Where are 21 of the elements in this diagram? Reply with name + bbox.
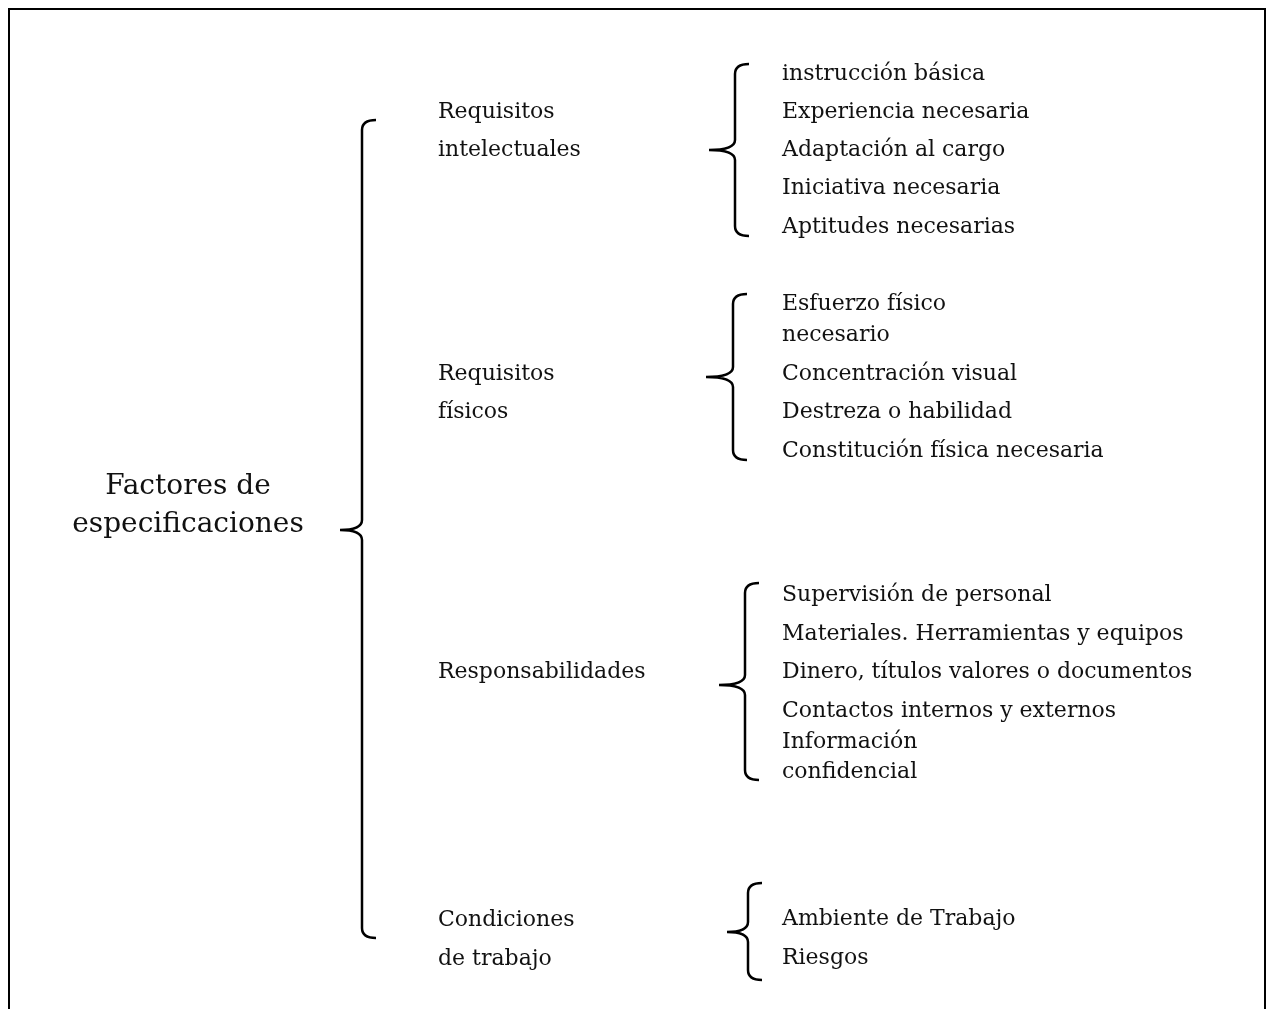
item-label: Iniciativa necesaria: [782, 173, 1001, 201]
item-label: Ambiente de Trabajo: [782, 904, 1016, 932]
category-label: Condiciones de trabajo: [438, 905, 576, 972]
item-label: Experiencia necesaria: [782, 97, 1030, 125]
item-label: Destreza o habilidad: [782, 397, 1013, 425]
item-label: Contactos internos y externos: [782, 696, 1117, 724]
item-label: Esfuerzo físico necesario: [782, 289, 948, 348]
item-label: Constitución física necesaria: [782, 436, 1104, 464]
item-label: Aptitudes necesarias: [782, 212, 1016, 240]
item-label: Materiales. Herramientas y equipos: [782, 619, 1184, 647]
item-label: Adaptación al cargo: [782, 135, 1006, 163]
item-label: Dinero, títulos valores o documentos: [782, 657, 1193, 685]
item-label: Supervisión de personal: [782, 580, 1052, 608]
category-label: Responsabilidades: [438, 657, 646, 685]
item-label: instrucción básica: [782, 59, 986, 87]
item-label: Concentración visual: [782, 359, 1018, 387]
item-label: Información confidencial: [782, 727, 919, 785]
category-label: Requisitos intelectuales: [438, 97, 582, 163]
category-label: Requisitos físicos: [438, 359, 556, 425]
item-label: Riesgos: [782, 943, 869, 971]
title-text: Factores de especificaciones: [71, 467, 305, 541]
